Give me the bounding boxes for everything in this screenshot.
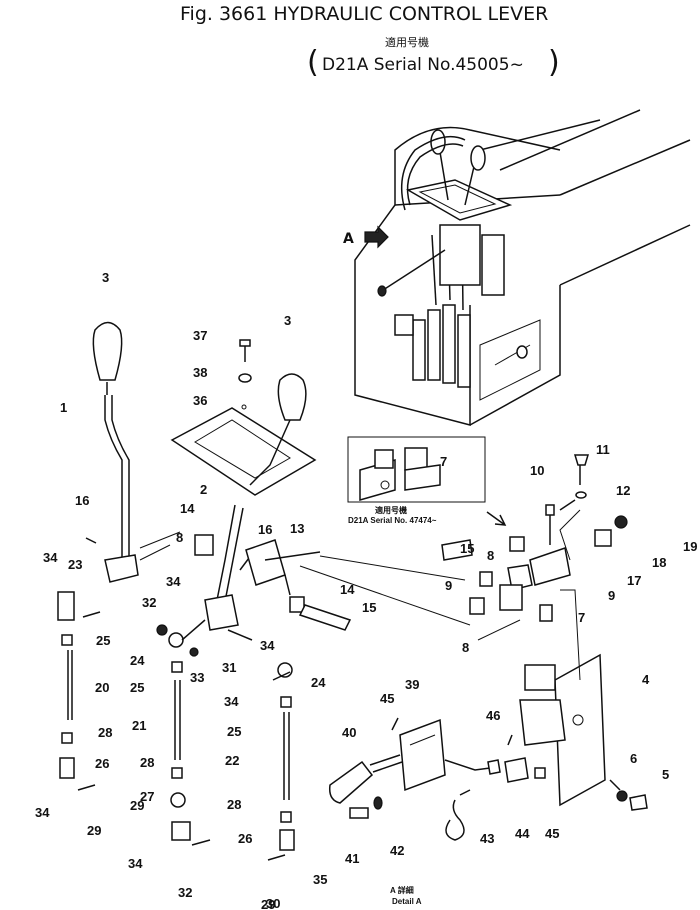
left-lever-assembly: [57, 321, 171, 791]
paren-open: (: [307, 45, 319, 80]
paren-close: ): [548, 45, 560, 80]
callout: 42: [390, 843, 404, 858]
callout: 24: [311, 675, 326, 690]
callout: 13: [290, 521, 304, 536]
callout: 7: [578, 610, 585, 625]
callout: 31: [222, 660, 236, 675]
callout: 4: [642, 672, 650, 687]
callout: 44: [515, 826, 530, 841]
right-bracket-assembly: [441, 454, 648, 811]
callout: 20: [95, 680, 109, 695]
inset-detail-box: [347, 436, 486, 503]
callout: 40: [342, 725, 356, 740]
callout: 28: [98, 725, 112, 740]
serial-label: D21A Serial No.45005~: [322, 55, 524, 75]
callout: 39: [405, 677, 419, 692]
callout: 26: [238, 831, 252, 846]
callout: 16: [258, 522, 272, 537]
callout: 30: [266, 896, 280, 910]
callout: 9: [445, 578, 452, 593]
callout: 3: [284, 313, 291, 328]
callout: 23: [68, 557, 82, 572]
callout: 5: [662, 767, 669, 782]
callout: 34: [224, 694, 239, 709]
callout: 32: [142, 595, 156, 610]
callout: 7: [440, 454, 447, 469]
callout: 36: [193, 393, 207, 408]
callout: 28: [227, 797, 241, 812]
callout: 29: [261, 897, 275, 910]
callout: 8: [462, 640, 469, 655]
inset-pointer-arrow: [486, 511, 507, 526]
callout: 45: [545, 826, 559, 841]
callout: 29: [87, 823, 101, 838]
center-lever-assembly: [156, 504, 352, 681]
callout: 43: [480, 831, 494, 846]
callout: 8: [176, 530, 183, 545]
callout: 24: [130, 653, 145, 668]
callout: 10: [530, 463, 544, 478]
callout-labels: 1 3 3 4 5 6 7 7 8 8 8 9 9 10 11 12 13 14…: [35, 270, 697, 910]
cover-plate-assembly: [170, 339, 317, 496]
callout: 34: [260, 638, 275, 653]
callout: 34: [166, 574, 181, 589]
callout: 25: [227, 724, 241, 739]
callout: 8: [487, 548, 494, 563]
callout: 22: [225, 753, 239, 768]
detail-a-assembly: [328, 717, 546, 841]
callout: 41: [345, 851, 359, 866]
callout: 16: [75, 493, 89, 508]
callout: 19: [683, 539, 697, 554]
machine-housing: [354, 109, 691, 426]
inset-serial: D21A Serial No. 47474~: [348, 516, 437, 525]
callout: 2: [200, 482, 207, 497]
callout: 9: [608, 588, 615, 603]
callout: 28: [140, 755, 154, 770]
view-arrow-label: A: [343, 231, 354, 247]
callout: 34: [35, 805, 50, 820]
callout: 21: [132, 718, 146, 733]
callout: 37: [193, 328, 207, 343]
callout: 34: [128, 856, 143, 871]
callout: 12: [616, 483, 630, 498]
callout: 15: [362, 600, 376, 615]
callout: 14: [180, 501, 195, 516]
inset-applicable-jp: 適用号機: [375, 505, 407, 515]
control-rods: [170, 661, 295, 861]
callout: 25: [96, 633, 110, 648]
detail-label: Detail A: [392, 897, 422, 906]
callout: 45: [380, 691, 394, 706]
callout: 29: [130, 798, 144, 813]
callout: 11: [596, 442, 610, 457]
callout: 18: [652, 555, 666, 570]
callout: 15: [460, 541, 474, 556]
callout: 32: [178, 885, 192, 900]
applicable-jp-label: 適用号機: [385, 35, 429, 49]
callout: 33: [190, 670, 204, 685]
callout: 27: [140, 789, 154, 804]
callout: 25: [130, 680, 144, 695]
callout: 1: [60, 400, 67, 415]
callout: 35: [313, 872, 327, 887]
callout: 17: [627, 573, 641, 588]
callout: 34: [43, 550, 58, 565]
callout: 38: [193, 365, 207, 380]
callout: 46: [486, 708, 500, 723]
figure-title: Fig. 3661 HYDRAULIC CONTROL LEVER: [180, 3, 548, 25]
callout: 26: [95, 756, 109, 771]
callout: 14: [340, 582, 355, 597]
callout: 3: [102, 270, 109, 285]
detail-jp-label: A 詳細: [390, 885, 414, 895]
connector-lines: [139, 509, 581, 641]
callout: 6: [630, 751, 637, 766]
